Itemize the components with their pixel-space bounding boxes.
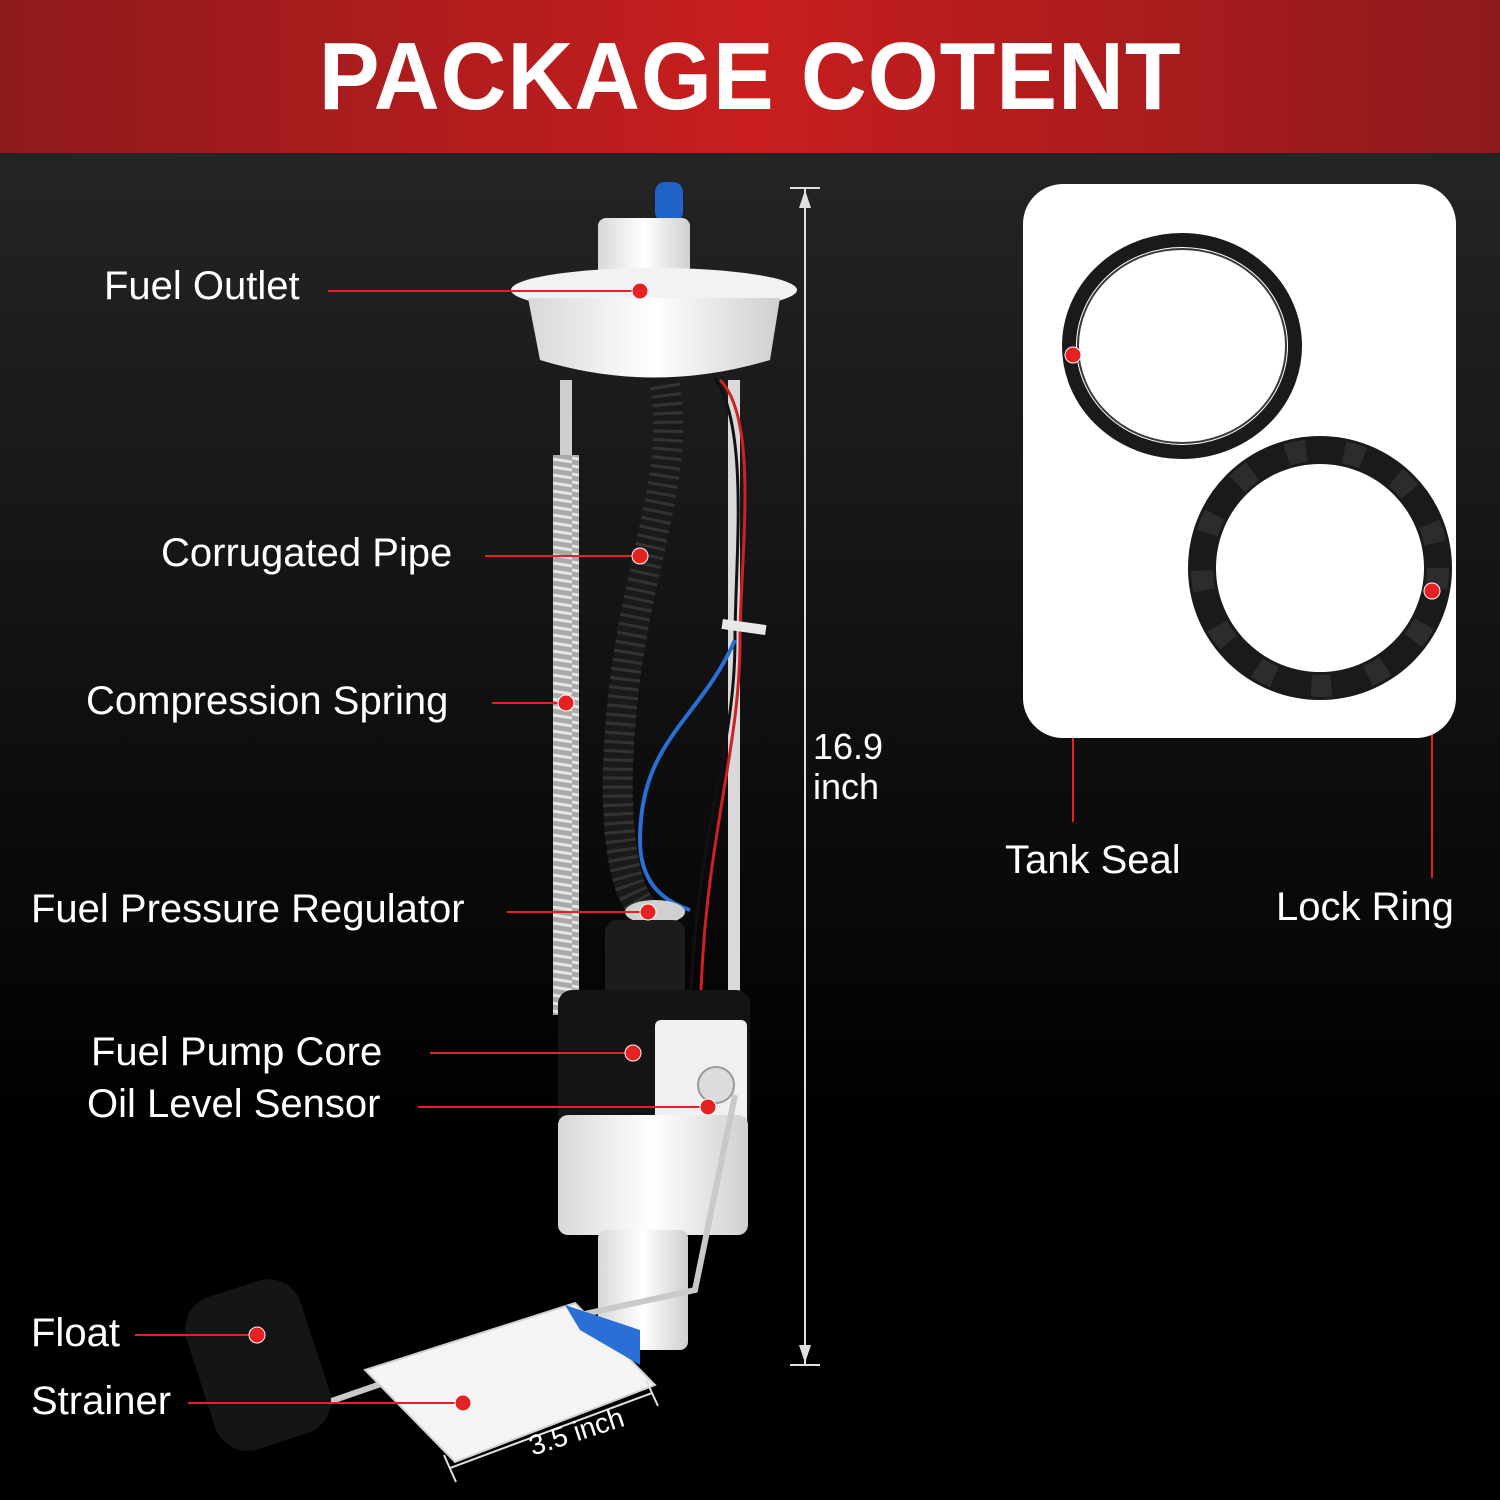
red-wire	[698, 378, 747, 1041]
strainer-shape	[363, 1301, 657, 1464]
regulator-body	[605, 920, 685, 1000]
pump-core-dot	[624, 1044, 642, 1062]
seal-parts-card	[1023, 184, 1456, 738]
top-cap-body	[528, 298, 780, 378]
compression-spring-shape	[553, 455, 579, 1015]
tank-seal-shape	[1062, 233, 1302, 459]
oil-level-sensor-dot	[699, 1098, 717, 1116]
lower-housing	[558, 1115, 748, 1235]
label-fuel-pressure-regulator: Fuel Pressure Regulator	[31, 887, 465, 931]
outlet-housing	[598, 218, 690, 284]
page-title: PACKAGE COTENT	[318, 22, 1182, 130]
title-banner: PACKAGE COTENT	[0, 0, 1500, 153]
label-fuel-pump-core: Fuel Pump Core	[91, 1030, 383, 1074]
regulator-dot	[639, 903, 657, 921]
label-oil-level-sensor: Oil Level Sensor	[87, 1082, 381, 1126]
compression-spring-dot	[557, 694, 575, 712]
pump-inlet-housing	[598, 1230, 688, 1350]
tank-seal-dot	[1064, 346, 1082, 364]
lock-ring-dot	[1423, 582, 1441, 600]
fuel-outlet-dot	[631, 282, 649, 300]
float-shape	[185, 1279, 331, 1451]
label-corrugated-pipe: Corrugated Pipe	[161, 531, 453, 575]
label-strainer: Strainer	[31, 1379, 172, 1423]
float-dot	[248, 1326, 266, 1344]
height-value: 16.9	[813, 726, 884, 767]
strainer-dot	[454, 1394, 472, 1412]
black-wire	[688, 377, 740, 1041]
seal-and-ring-illustration	[1062, 233, 1452, 700]
level-sensor-pivot	[697, 1066, 735, 1104]
lock-ring-shape	[1188, 436, 1452, 700]
label-tank-seal: Tank Seal	[1005, 838, 1181, 882]
corrugated-pipe-dot	[631, 547, 649, 565]
height-dimension-line	[790, 187, 820, 1366]
label-lock-ring: Lock Ring	[1276, 885, 1454, 929]
width-dimension-line	[443, 1379, 659, 1483]
strainer-clip	[565, 1305, 640, 1365]
height-unit: inch	[813, 766, 880, 807]
label-compression-spring: Compression Spring	[86, 679, 449, 723]
label-fuel-outlet: Fuel Outlet	[104, 264, 300, 308]
zip-tie	[721, 618, 767, 636]
height-dimension-label: 16.9 inch	[813, 727, 883, 807]
blue-wire	[637, 639, 737, 912]
outlet-nipple	[655, 182, 683, 222]
corrugated-pipe-ribs	[602, 382, 684, 915]
label-float: Float	[31, 1311, 120, 1355]
